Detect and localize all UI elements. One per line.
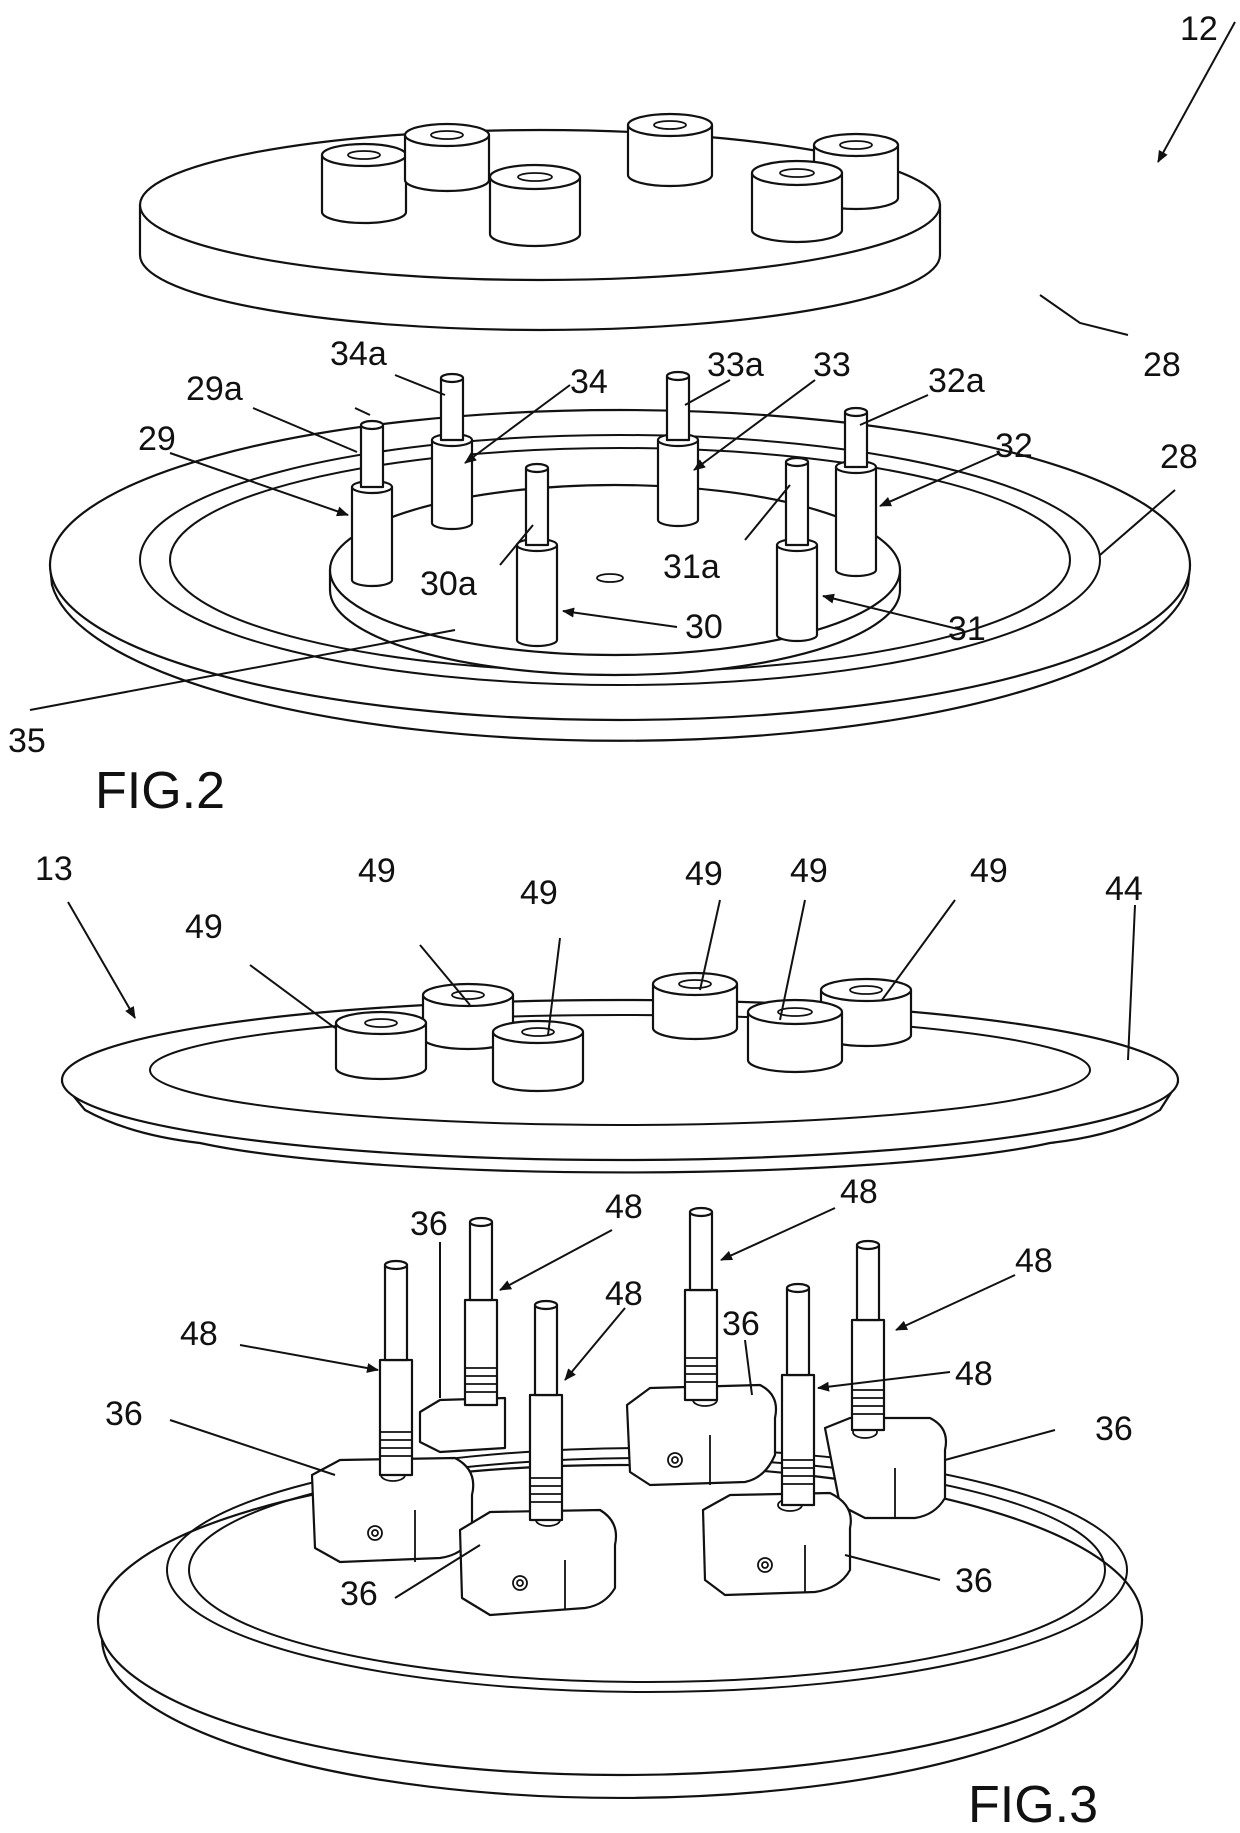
fig3-lower-plate: [98, 1448, 1142, 1798]
bushing: [336, 1012, 426, 1079]
label-36: 36: [410, 1205, 448, 1243]
pin: [380, 1261, 412, 1475]
label-48: 48: [605, 1275, 643, 1313]
label-29a: 29a: [186, 370, 243, 408]
fig2-caption: FIG.2: [95, 762, 225, 820]
label-30: 30: [685, 608, 723, 646]
label-44: 44: [1105, 870, 1143, 908]
label-48: 48: [180, 1315, 218, 1353]
label-48: 48: [605, 1188, 643, 1226]
bushing: [628, 114, 712, 186]
pin: [530, 1301, 562, 1520]
label-12: 12: [1180, 10, 1218, 48]
label-30a: 30a: [420, 565, 477, 603]
bushing: [405, 124, 489, 191]
label-13: 13: [35, 850, 73, 888]
label-28-lower: 28: [1160, 438, 1198, 476]
label-48: 48: [1015, 1242, 1053, 1280]
label-32a: 32a: [928, 362, 985, 400]
label-36: 36: [722, 1305, 760, 1343]
bushing: [322, 144, 406, 223]
bushing: [493, 1021, 583, 1091]
label-32: 32: [995, 427, 1033, 465]
bushing: [752, 161, 842, 242]
fig3-caption: FIG.3: [968, 1776, 1098, 1833]
label-49: 49: [520, 874, 558, 912]
label-36: 36: [105, 1395, 143, 1433]
label-49: 49: [970, 852, 1008, 890]
label-49: 49: [358, 852, 396, 890]
label-33a: 33a: [707, 346, 764, 384]
label-31: 31: [948, 610, 986, 648]
label-49: 49: [185, 908, 223, 946]
bushing: [653, 973, 737, 1039]
label-29: 29: [138, 420, 176, 458]
pin: [432, 374, 472, 529]
label-31a: 31a: [663, 548, 720, 586]
block: [460, 1510, 616, 1615]
label-48: 48: [840, 1173, 878, 1211]
pin: [782, 1284, 814, 1505]
label-36: 36: [1095, 1410, 1133, 1448]
pin: [852, 1241, 884, 1430]
label-33: 33: [813, 346, 851, 384]
label-34a: 34a: [330, 335, 387, 373]
label-49: 49: [685, 855, 723, 893]
label-48: 48: [955, 1355, 993, 1393]
pin: [658, 372, 698, 526]
label-35: 35: [8, 722, 46, 760]
label-49: 49: [790, 852, 828, 890]
block: [703, 1493, 851, 1595]
bushing: [748, 1000, 842, 1072]
label-36: 36: [955, 1562, 993, 1600]
fig3-upper-plate: [62, 1000, 1178, 1172]
pin: [685, 1208, 717, 1400]
label-34: 34: [570, 363, 608, 401]
pin: [465, 1218, 497, 1405]
label-36: 36: [340, 1575, 378, 1613]
label-28-upper: 28: [1143, 346, 1181, 384]
bushing: [490, 165, 580, 246]
